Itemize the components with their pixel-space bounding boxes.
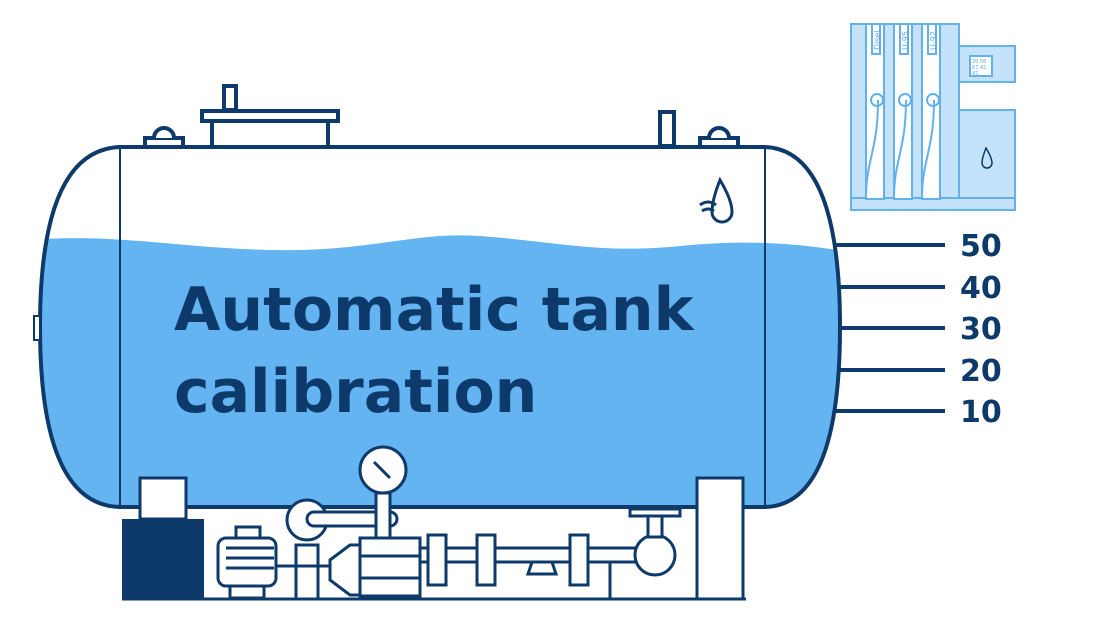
fuel-dispenser bbox=[850, 23, 1016, 211]
display-value: 20.56 bbox=[972, 59, 986, 65]
drop-logo-icon bbox=[699, 176, 734, 224]
fuel-level bbox=[40, 235, 840, 507]
level-label: 20 bbox=[960, 354, 1002, 389]
level-marks bbox=[834, 243, 945, 413]
display-value: 47 bbox=[972, 71, 978, 77]
level-label: 30 bbox=[960, 312, 1002, 347]
nozzle-label: U-95 bbox=[901, 31, 910, 50]
nozzle-label: Disel bbox=[873, 30, 882, 50]
tank-fittings bbox=[143, 84, 740, 149]
level-label: 10 bbox=[960, 395, 1002, 430]
display-value: 67.42 bbox=[972, 65, 986, 71]
level-label: 50 bbox=[960, 229, 1002, 264]
tank bbox=[33, 145, 843, 509]
drop-logo-icon bbox=[981, 146, 993, 169]
title-line-1: Automatic tank bbox=[174, 275, 696, 345]
nozzle-label: U-92 bbox=[929, 31, 938, 50]
pump-assembly bbox=[122, 445, 746, 601]
title-line-2: calibration bbox=[174, 357, 537, 427]
level-label: 40 bbox=[960, 271, 1002, 306]
